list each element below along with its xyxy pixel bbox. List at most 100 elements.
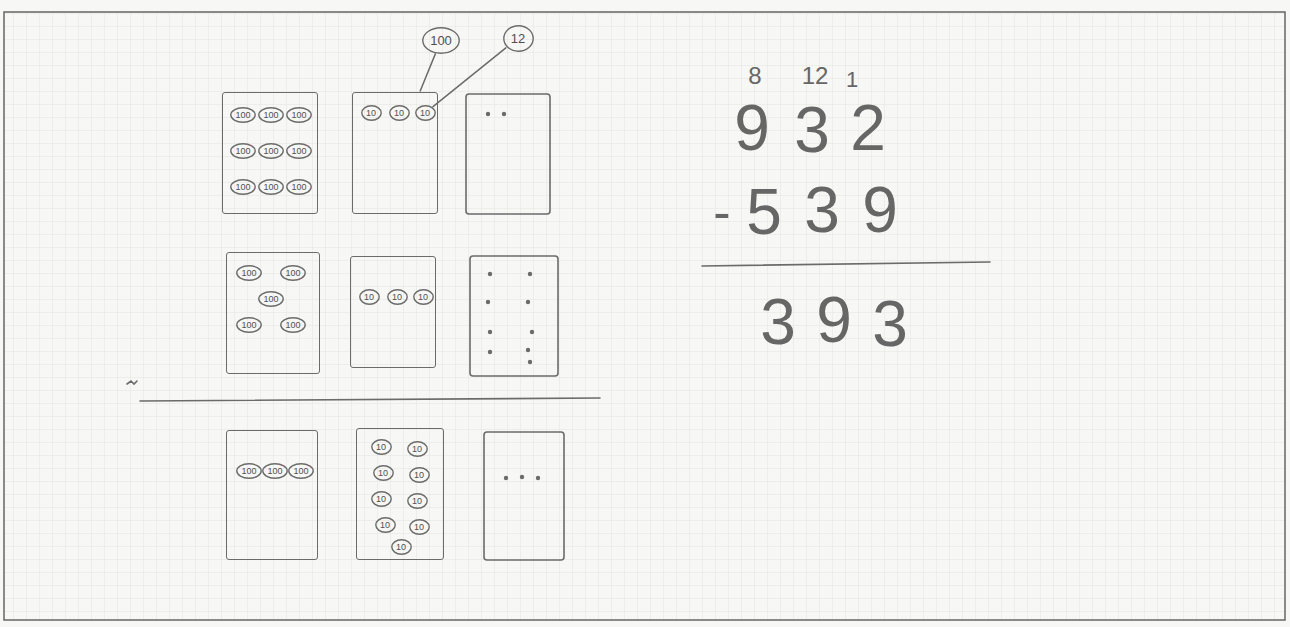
base-ten-token: 100	[236, 317, 262, 333]
token-value: 10	[414, 471, 424, 480]
token-value: 100	[263, 147, 278, 156]
token-value: 10	[418, 293, 428, 302]
one-dot	[520, 475, 524, 479]
subtraction-bar	[702, 262, 990, 266]
callout-circle: 12	[503, 25, 534, 52]
oval-outline	[409, 520, 428, 534]
oval-outline	[415, 106, 434, 120]
token-value: 100	[263, 183, 278, 192]
one-dot	[528, 272, 532, 276]
token-value: 10	[394, 109, 404, 118]
base-ten-token: 100	[286, 179, 312, 195]
token-value: 100	[291, 147, 306, 156]
written-digit: 3	[872, 292, 908, 356]
token-value: 100	[285, 269, 300, 278]
token-value: 10	[412, 445, 422, 454]
ones-dots	[486, 112, 540, 480]
base-ten-token: 100	[230, 179, 256, 195]
written-digit: 9	[816, 288, 852, 352]
token-value: 100	[291, 183, 306, 192]
oval-outline	[237, 318, 261, 332]
oval-outline	[259, 292, 283, 306]
base-ten-token: 10	[387, 289, 408, 305]
place-value-box: 100100100100100	[226, 252, 320, 374]
token-value: 10	[396, 543, 406, 552]
base-ten-token: 10	[407, 441, 428, 457]
oval-outline	[287, 180, 311, 194]
oval-outline	[375, 518, 394, 532]
one-dot	[526, 300, 530, 304]
oval-outline	[407, 442, 426, 456]
pencil-mark	[127, 381, 137, 384]
one-dot	[488, 272, 492, 276]
regroup-digit: 8	[748, 64, 761, 88]
written-digit: 3	[804, 178, 840, 242]
base-ten-token: 100	[230, 107, 256, 123]
token-value: 10	[376, 443, 386, 452]
base-ten-token: 10	[361, 105, 382, 121]
oval-outline	[259, 144, 283, 158]
ones-box	[484, 432, 564, 560]
base-ten-token: 10	[375, 517, 396, 533]
base-ten-token: 100	[262, 463, 288, 479]
oval-outline	[413, 290, 432, 304]
token-value: 100	[235, 111, 250, 120]
base-ten-token: 100	[258, 179, 284, 195]
oval-outline	[237, 464, 261, 478]
base-ten-token: 100	[288, 463, 314, 479]
place-value-box: 10 10 10	[352, 92, 438, 214]
base-ten-token: 10	[389, 105, 410, 121]
place-value-box: 100100100	[226, 430, 318, 560]
base-ten-token: 10	[359, 289, 380, 305]
one-dot	[526, 348, 530, 352]
ones-box	[470, 256, 558, 376]
base-ten-token: 10	[373, 465, 394, 481]
oval-outline	[287, 108, 311, 122]
oval-outline	[281, 266, 305, 280]
base-ten-token: 100	[258, 291, 284, 307]
oval-outline	[231, 144, 255, 158]
base-ten-token: 100	[236, 463, 262, 479]
oval-outline	[389, 106, 408, 120]
regroup-digit: 12	[802, 64, 829, 88]
oval-outline	[409, 468, 428, 482]
oval-outline	[259, 108, 283, 122]
token-value: 100	[235, 183, 250, 192]
base-ten-token: 100	[258, 143, 284, 159]
separator-line	[140, 398, 600, 401]
one-dot	[488, 330, 492, 334]
base-ten-token: 100	[258, 107, 284, 123]
leader-line	[420, 54, 435, 91]
oval-outline	[289, 464, 313, 478]
written-digit: 5	[746, 180, 782, 244]
oval-outline	[237, 266, 261, 280]
frame	[4, 12, 1285, 620]
token-value: 100	[293, 467, 308, 476]
token-value: 100	[241, 321, 256, 330]
token-value: 10	[364, 293, 374, 302]
base-ten-token: 100	[236, 265, 262, 281]
base-ten-token: 10	[407, 493, 428, 509]
base-ten-token: 10	[413, 289, 434, 305]
token-value: 100	[235, 147, 250, 156]
leader-line	[433, 48, 506, 107]
base-ten-token: 10	[415, 105, 436, 121]
place-value-box: 10 10 10 10 10 10 10 10 10	[356, 428, 444, 560]
one-dot	[528, 360, 532, 364]
oval-outline	[281, 318, 305, 332]
written-digit: 3	[760, 290, 796, 354]
place-value-box: 10 10 10	[350, 256, 436, 368]
oval-outline	[503, 25, 532, 50]
oval-outline	[231, 180, 255, 194]
place-value-box: 100100100100100100100100100	[222, 92, 318, 214]
token-value: 10	[412, 497, 422, 506]
token-value: 10	[376, 495, 386, 504]
base-ten-token: 100	[286, 143, 312, 159]
oval-outline	[407, 494, 426, 508]
written-digit: 9	[734, 96, 770, 160]
token-value: 10	[414, 523, 424, 532]
base-ten-token: 100	[280, 265, 306, 281]
oval-outline	[259, 180, 283, 194]
